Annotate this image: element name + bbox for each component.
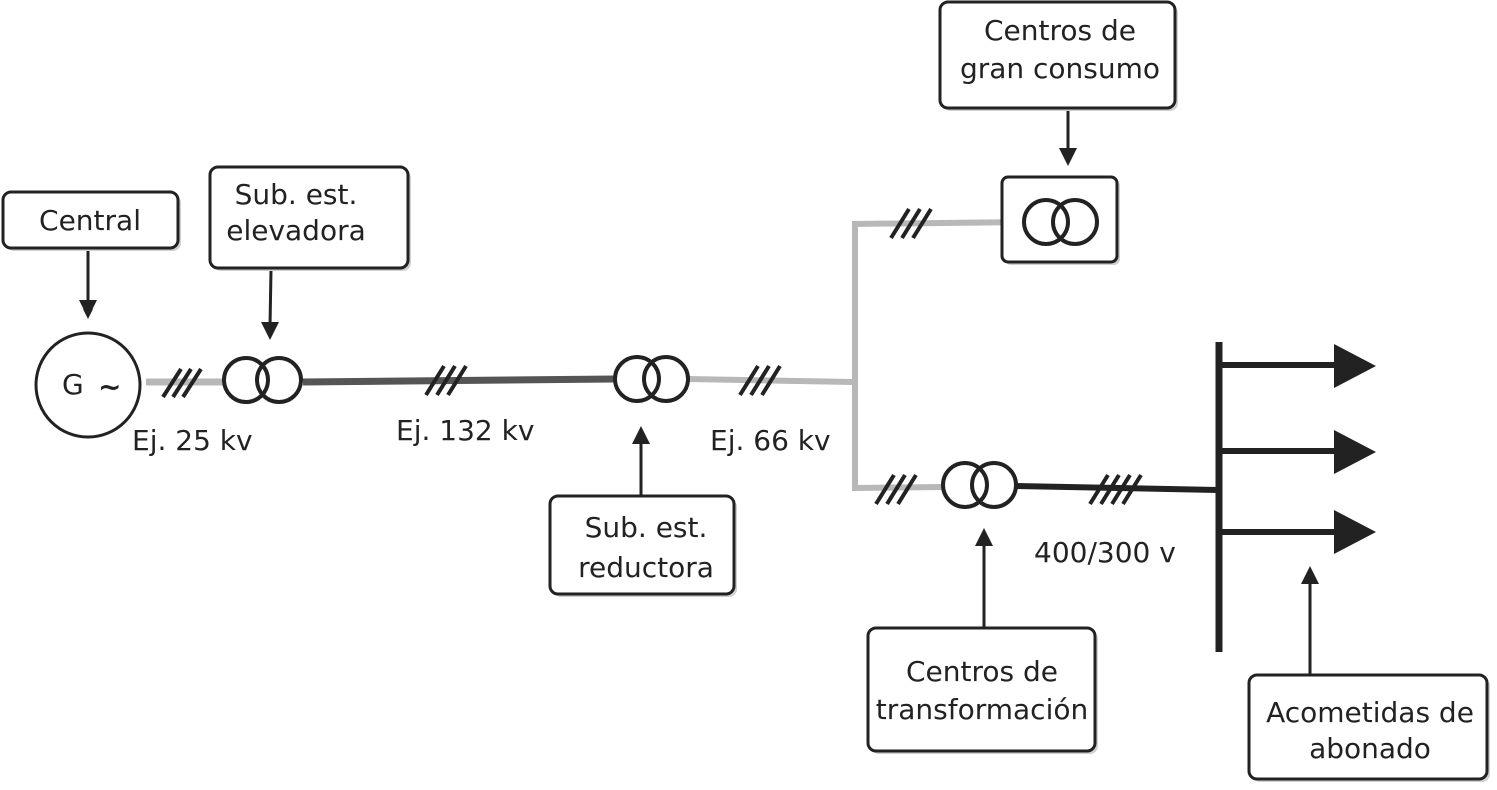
voltage-label-66kv: Ej. 66 kv: [710, 424, 831, 457]
arrow-elevadora-head: [261, 322, 279, 340]
box-sub-elevadora: Sub. est. elevadora: [208, 165, 411, 271]
arrow-elevadora: [268, 269, 273, 327]
service-output-2-arrowhead: [1334, 430, 1376, 474]
three-phase-mark-400v: [1088, 473, 1143, 506]
box-acometidas-line2: abonado: [1309, 732, 1431, 765]
box-sub-elevadora-line2: elevadora: [226, 214, 366, 247]
voltage-label-400v: 400/300 v: [1034, 536, 1176, 569]
box-sub-reductora-line1: Sub. est.: [585, 511, 708, 544]
pointer-arrows: [79, 110, 1319, 675]
box-sub-reductora: Sub. est. reductora: [548, 494, 737, 597]
box-sub-elevadora-line1: Sub. est.: [235, 178, 358, 211]
box-gran-consumo-line1: Centros de: [984, 14, 1136, 47]
three-phase-marks: [161, 207, 1143, 506]
arrow-gran-consumo-head: [1059, 148, 1077, 166]
service-outputs: [1219, 344, 1376, 554]
voltage-label-25kv: Ej. 25 kv: [132, 424, 253, 457]
box-acometidas-line1: Acometidas de: [1266, 696, 1474, 729]
box-central: Central: [1, 190, 181, 251]
generator-symbol: G ~: [34, 331, 142, 439]
box-gran-consumo-line2: gran consumo: [960, 52, 1160, 85]
three-phase-mark-top-branch: [889, 207, 933, 240]
line-66kv-top-branch: [851, 219, 1025, 227]
arrow-transformacion-head: [975, 528, 993, 546]
transformer-transformacion: [941, 461, 1018, 509]
transformer-elevadora: [222, 356, 303, 404]
three-phase-mark-66kv: [738, 364, 782, 397]
line-400v: [1015, 483, 1219, 493]
service-output-3-arrowhead: [1334, 510, 1376, 554]
three-phase-mark-25kv: [161, 367, 203, 399]
transformer-gran-consumo: [1000, 175, 1120, 265]
arrow-reductora-head: [632, 426, 650, 444]
generator-ac-symbol: ~: [98, 370, 121, 403]
service-output-1-arrowhead: [1334, 344, 1376, 388]
box-transformacion-line2: transformación: [876, 693, 1088, 726]
box-acometidas: Acometidas de abonado: [1247, 673, 1490, 782]
three-phase-mark-132kv: [424, 364, 468, 397]
generator-letter: G: [62, 368, 84, 401]
arrow-central-head: [79, 300, 97, 318]
box-transformacion-line1: Centros de: [906, 655, 1058, 688]
box-gran-consumo: Centros de gran consumo: [938, 0, 1178, 111]
voltage-label-132kv: Ej. 132 kv: [396, 414, 534, 447]
three-phase-mark-bottom-branch: [874, 473, 918, 506]
box-central-label: Central: [39, 204, 141, 237]
box-sub-reductora-line2: reductora: [578, 551, 714, 584]
box-transformacion: Centros de transformación: [866, 626, 1098, 754]
transformer-reductora: [613, 355, 690, 403]
arrow-acometidas-head: [1301, 566, 1319, 584]
